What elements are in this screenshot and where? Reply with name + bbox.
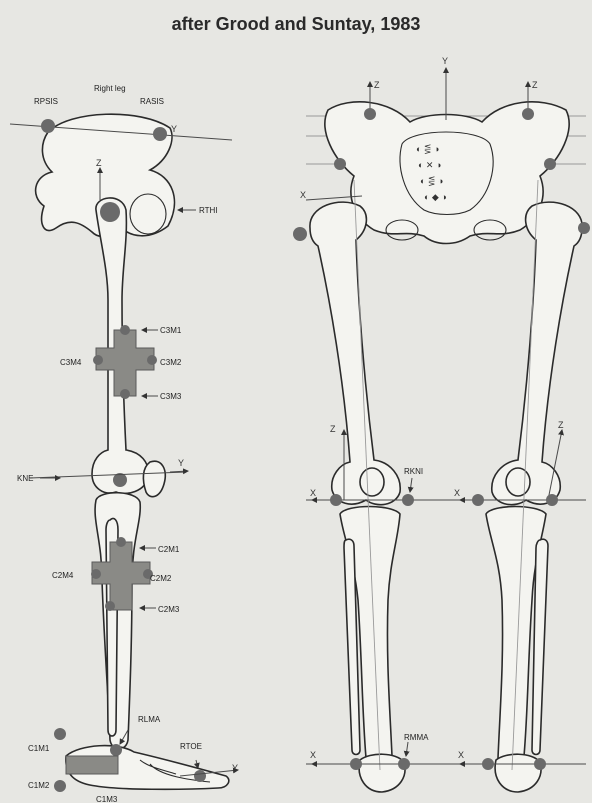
c3m1-marker <box>120 325 130 335</box>
patella-right <box>506 468 530 496</box>
c3m4-label: C3M4 <box>60 358 82 367</box>
right-medial-knee-marker <box>472 494 484 506</box>
knee-y-label: Y <box>178 458 184 468</box>
knee-x-label-right: X <box>454 488 460 498</box>
rthi-label: RTHI <box>199 206 218 215</box>
c2m1-marker <box>116 537 126 547</box>
ankle-x-label-left: X <box>310 750 316 760</box>
left-iliac-marker <box>334 158 346 170</box>
sacrum-foramina-row1: ◐ ⋚ ◑ <box>416 144 439 155</box>
rpsis-label: RPSIS <box>34 97 58 106</box>
pelvis-y-label: Y <box>171 124 177 134</box>
patella-left <box>360 468 384 496</box>
rtoe-marker <box>194 770 206 782</box>
c2m4-label: C2M4 <box>52 571 74 580</box>
c3m4-marker <box>93 355 103 365</box>
sacrum-foramina-row3: ◐ ⋚ ◑ <box>420 176 443 187</box>
rkni-leader <box>410 478 412 492</box>
c3m3-label: C3M3 <box>160 392 182 401</box>
rlma-label: RLMA <box>138 715 161 724</box>
c1m1-marker <box>54 728 66 740</box>
c3m2-label: C3M2 <box>160 358 182 367</box>
kne-label: KNE <box>17 474 33 483</box>
rasis-label: RASIS <box>140 97 164 106</box>
c3m3-marker <box>120 389 130 399</box>
c2m3-marker <box>105 601 115 611</box>
c1m2-label: C1M2 <box>28 781 50 790</box>
left-lateral-knee-marker <box>330 494 342 506</box>
right-lateral-knee-marker <box>546 494 558 506</box>
right-thigh-marker <box>578 222 590 234</box>
femur-frontal-right <box>492 202 582 505</box>
knee-z-label-left: Z <box>330 424 336 434</box>
hip-joint-center <box>100 202 120 222</box>
ankle-left <box>359 754 405 792</box>
right-lateral-ankle-marker <box>534 758 546 770</box>
hip-z-label: Z <box>96 158 102 168</box>
right-leg-heading: Right leg <box>94 84 126 93</box>
femur-frontal-left <box>310 202 400 505</box>
left-lateral-ankle-marker <box>350 758 362 770</box>
knee-x-label-left: X <box>310 488 316 498</box>
rmma-label: RMMA <box>404 733 429 742</box>
ankle-x-label-right: X <box>458 750 464 760</box>
c2m3-label: C2M3 <box>158 605 180 614</box>
c2m1-label: C2M1 <box>158 545 180 554</box>
right-medial-ankle-marker <box>482 758 494 770</box>
patella <box>143 461 165 496</box>
pelvis-y-label: Y <box>442 56 448 66</box>
left-leg-side-view: Right leg RPSIS RASIS Y Z RTHI C3M1 C3M2… <box>10 84 238 803</box>
rmma-leader <box>406 742 408 756</box>
rkni-label: RKNI <box>404 467 423 476</box>
ankle-right <box>495 754 541 792</box>
thigh-marker-cluster <box>96 330 154 396</box>
c1m2-marker <box>54 780 66 792</box>
rasis-marker <box>153 127 167 141</box>
rtoe-label: RTOE <box>180 742 202 751</box>
hip-z-label-left: Z <box>374 80 380 90</box>
rtoe-leader <box>196 760 198 768</box>
sacrum-foramina-row4: ◐ ◆ ◑ <box>424 192 447 202</box>
right-iliac-marker <box>544 158 556 170</box>
foot-marker-cluster <box>66 756 118 774</box>
legs-frontal-view: ◐ ⋚ ◑ ◐ ✕ ◑ ◐ ⋚ ◑ ◐ ◆ ◑ <box>293 56 590 792</box>
hip-z-label-right: Z <box>532 80 538 90</box>
c3m2-marker <box>147 355 157 365</box>
toe-y-label: Y <box>232 763 238 773</box>
right-asis-marker <box>522 108 534 120</box>
c3m1-label: C3M1 <box>160 326 182 335</box>
rpsis-marker <box>41 119 55 133</box>
knee-z-label-right: Z <box>558 420 564 430</box>
sacrum-foramina-row2: ◐ ✕ ◑ <box>418 160 441 170</box>
rmma-marker <box>398 758 410 770</box>
left-asis-marker <box>364 108 376 120</box>
c1m1-label: C1M1 <box>28 744 50 753</box>
left-thigh-marker <box>293 227 307 241</box>
rkni-marker <box>402 494 414 506</box>
c1m3-label: C1M3 <box>96 795 118 803</box>
hip-x-label: X <box>300 190 306 200</box>
rlma-marker <box>110 744 122 756</box>
c2m4-marker <box>91 569 101 579</box>
c2m2-label: C2M2 <box>150 574 172 583</box>
